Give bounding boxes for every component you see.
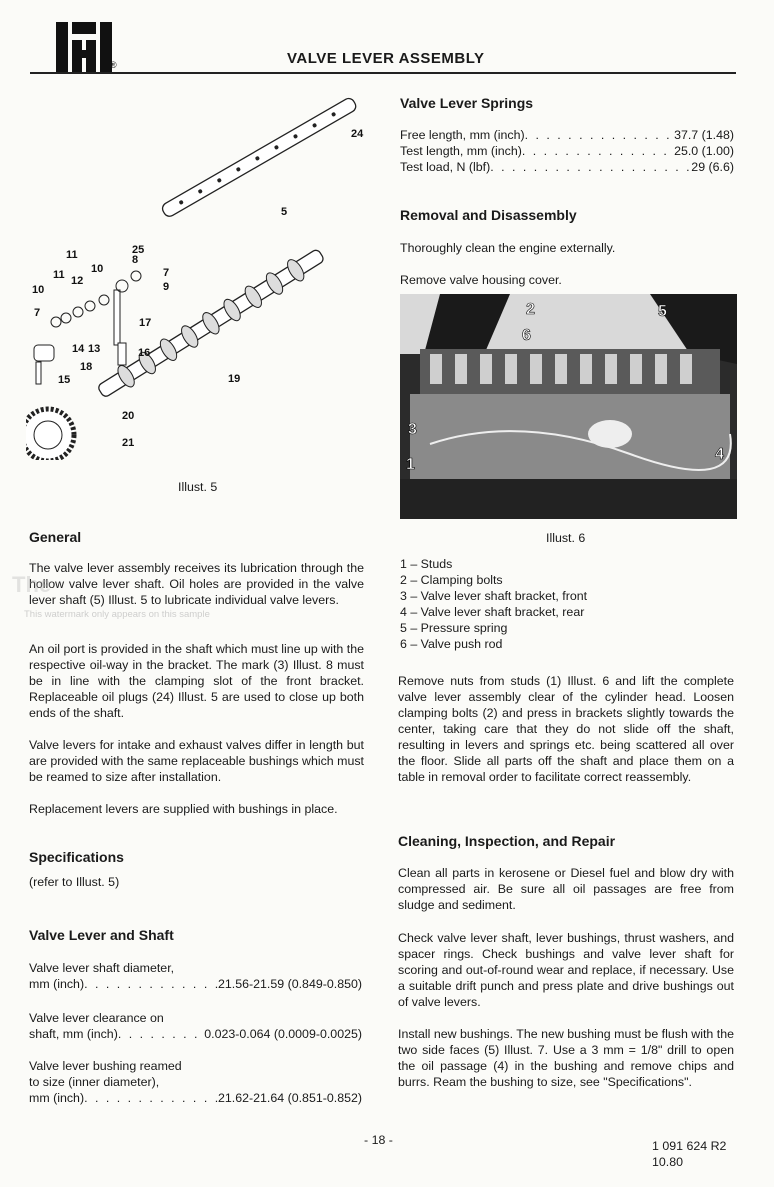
photo-label-5: 5 <box>658 303 667 320</box>
part-label-7a: 7 <box>163 267 169 279</box>
removal-paragraph-2: Remove valve housing cover. <box>400 273 562 287</box>
cleaning-paragraph-1: Clean all parts in kerosene or Diesel fu… <box>398 866 734 912</box>
photo-label-3: 3 <box>408 421 417 438</box>
removal-heading: Removal and Disassembly <box>400 207 577 223</box>
part-label-9: 9 <box>163 281 169 293</box>
watermark-text: The <box>12 572 52 597</box>
part-label-15: 15 <box>58 374 70 386</box>
free-length-row: Free length, mm (inch) . . . . . . . . .… <box>400 128 734 142</box>
photo-label-6: 6 <box>522 327 531 344</box>
photo-label-2: 2 <box>526 301 535 318</box>
part-label-24: 24 <box>351 128 364 140</box>
illust-6-caption: Illust. 6 <box>546 531 586 545</box>
part-label-10a: 10 <box>91 263 103 275</box>
page-number: - 18 - <box>364 1133 393 1147</box>
general-paragraph-3: Valve levers for intake and exhaust valv… <box>29 738 364 784</box>
document-date: 10.80 <box>652 1155 684 1169</box>
part-label-10b: 10 <box>32 284 44 296</box>
lever-clearance-spec: Valve lever clearance on shaft, mm (inch… <box>29 1011 362 1041</box>
part-label-21: 21 <box>122 437 134 449</box>
specifications-heading: Specifications <box>29 849 124 865</box>
part-label-17: 17 <box>139 317 151 329</box>
illust-6-legend: 1 – Studs 2 – Clamping bolts 3 – Valve l… <box>400 556 587 652</box>
page-title: VALVE LEVER ASSEMBLY <box>287 50 485 67</box>
illust-5-caption: Illust. 5 <box>178 480 218 494</box>
general-paragraph-1: The valve lever assembly receives its lu… <box>29 561 364 607</box>
removal-paragraph-1: Thoroughly clean the engine externally. <box>400 241 616 255</box>
camshaft <box>98 249 324 397</box>
part-label-8: 8 <box>132 254 138 266</box>
part-label-7b: 7 <box>34 307 40 319</box>
shaft-diameter-spec: Valve lever shaft diameter, mm (inch) . … <box>29 961 362 991</box>
part-label-25: 25 <box>132 244 144 256</box>
watermark-line: This watermark only appears on this samp… <box>24 609 210 620</box>
part-label-12: 12 <box>71 275 83 287</box>
valve-lever-springs-heading: Valve Lever Springs <box>400 95 534 111</box>
part-label-19: 19 <box>228 373 240 385</box>
photo-label-1: 1 <box>406 456 415 473</box>
legend-item: 4 – Valve lever shaft bracket, rear <box>400 605 585 619</box>
part-label-13: 13 <box>88 343 100 355</box>
document-number: 1 091 624 R2 <box>652 1139 727 1153</box>
part-label-5: 5 <box>281 206 287 218</box>
photo-label-4: 4 <box>715 446 724 463</box>
general-heading: General <box>29 529 82 545</box>
legend-item: 1 – Studs <box>400 557 453 571</box>
part-label-11a: 11 <box>66 249 78 261</box>
legend-item: 6 – Valve push rod <box>400 637 503 651</box>
removal-paragraph-3: Remove nuts from studs (1) Illust. 6 and… <box>398 674 734 784</box>
test-length-row: Test length, mm (inch) . . . . . . . . .… <box>400 144 734 158</box>
part-label-11b: 11 <box>53 269 65 281</box>
valve-lever-shaft-heading: Valve Lever and Shaft <box>29 927 174 943</box>
springs-spec-table: Free length, mm (inch) . . . . . . . . .… <box>400 127 734 175</box>
specifications-reference: (refer to Illust. 5) <box>29 875 120 889</box>
general-paragraph-4: Replacement levers are supplied with bus… <box>29 802 338 816</box>
legend-item: 3 – Valve lever shaft bracket, front <box>400 589 588 603</box>
part-label-20: 20 <box>122 410 134 422</box>
part-label-18: 18 <box>80 361 92 373</box>
part-label-16: 16 <box>138 347 150 359</box>
bushing-reamed-spec: Valve lever bushing reamed to size (inne… <box>29 1059 362 1105</box>
cleaning-heading: Cleaning, Inspection, and Repair <box>398 833 616 849</box>
ih-logo: ® <box>56 22 117 72</box>
header-rule <box>30 72 736 74</box>
engine-photo: 2 6 5 3 1 4 <box>400 294 737 519</box>
part-label-14: 14 <box>72 343 85 355</box>
test-load-row: Test load, N (lbf) . . . . . . . . . . .… <box>400 160 734 174</box>
cleaning-paragraph-2: Check valve lever shaft, lever bushings,… <box>398 931 734 1009</box>
legend-item: 5 – Pressure spring <box>400 621 508 635</box>
legend-item: 2 – Clamping bolts <box>400 573 503 587</box>
illust-6-photo: 2 6 5 3 1 4 <box>400 294 737 519</box>
cleaning-paragraph-3: Install new bushings. The new bushing mu… <box>398 1027 734 1089</box>
general-paragraph-2: An oil port is provided in the shaft whi… <box>29 642 364 720</box>
illust-5-drawing: 24 5 25 8 11 10 11 12 7 9 10 7 17 14 13 … <box>26 97 364 460</box>
valve-lever-shaft <box>161 97 357 217</box>
